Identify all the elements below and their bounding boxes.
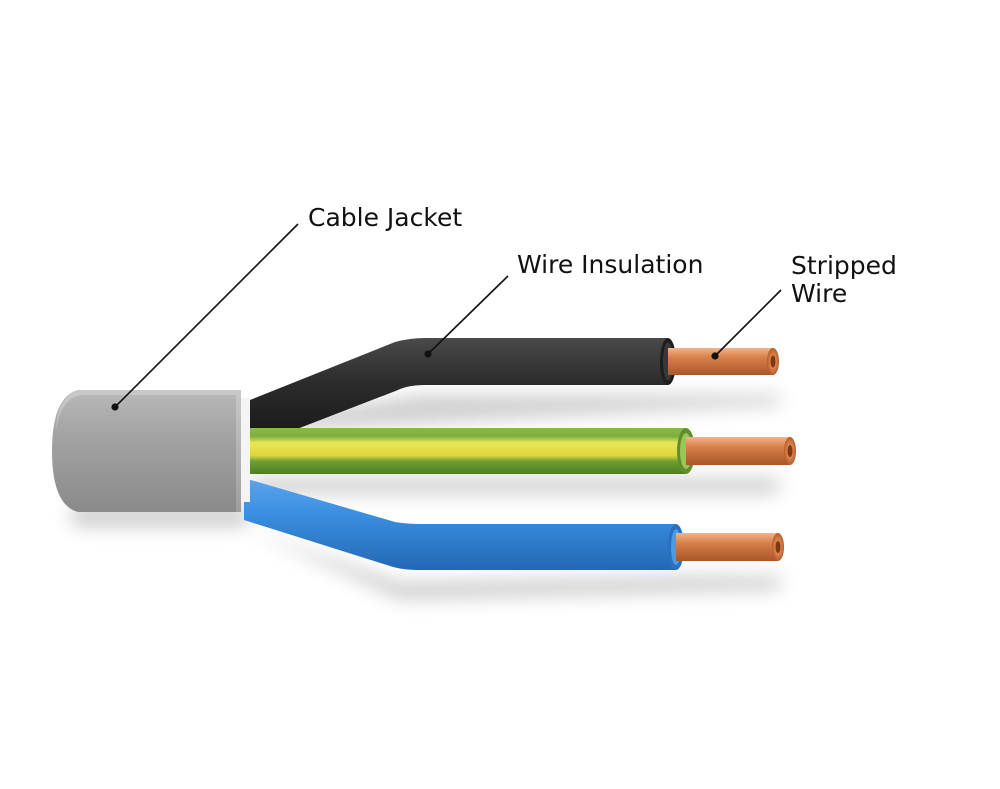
stripped-wire-label-line2: Wire [791, 279, 848, 308]
copper-conductors [668, 348, 796, 561]
wire-insulation-label: Wire Insulation [517, 250, 704, 279]
stripped-wire-label-line1: Stripped [791, 251, 897, 280]
drop-shadow [70, 395, 780, 600]
cable-jacket-label: Cable Jacket [308, 203, 463, 232]
leader-dots [111, 350, 719, 411]
cable-jacket [52, 390, 250, 512]
stripped-wire-label: Stripped Wire [791, 252, 897, 308]
leader-lines [114, 223, 782, 408]
earth-wire [244, 428, 695, 474]
